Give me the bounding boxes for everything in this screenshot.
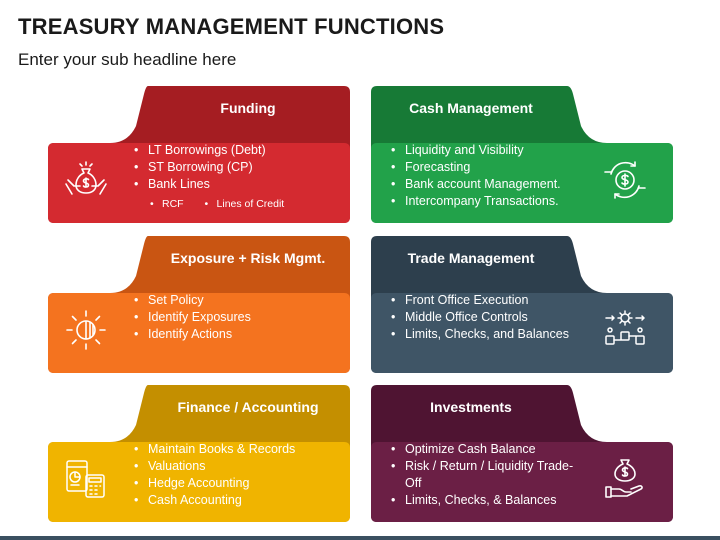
card-finance-accounting-title: Finance / Accounting bbox=[177, 399, 319, 415]
network-gear-icon bbox=[605, 310, 645, 345]
list-item: LT Borrowings (Debt) bbox=[132, 142, 342, 159]
calculator-chart-icon bbox=[66, 460, 105, 498]
list-item: Front Office Execution bbox=[389, 292, 589, 309]
list-item: Middle Office Controls bbox=[389, 309, 589, 326]
card-cash-management: Cash Management Liquidity and Visibility… bbox=[371, 86, 673, 223]
list-item: Intercompany Transactions. bbox=[389, 193, 589, 210]
list-item: ST Borrowing (CP) bbox=[132, 159, 342, 176]
list-item: Limits, Checks, and Balances bbox=[389, 326, 589, 343]
list-item: Cash Accounting bbox=[132, 492, 342, 509]
card-exposure-risk: Exposure + Risk Mgmt. Set Policy Identif… bbox=[48, 236, 350, 373]
card-trade-management-list: Front Office Execution Middle Office Con… bbox=[389, 292, 589, 343]
page-title: TREASURY MANAGEMENT FUNCTIONS bbox=[18, 14, 445, 39]
card-funding-subitems: RCF Lines of Credit bbox=[134, 196, 302, 213]
card-trade-management: Trade Management Front Office Execution … bbox=[371, 236, 673, 373]
list-item: Identify Actions bbox=[132, 326, 342, 343]
list-item: Optimize Cash Balance bbox=[389, 441, 589, 458]
list-item: Hedge Accounting bbox=[132, 475, 342, 492]
list-item: Set Policy bbox=[132, 292, 342, 309]
card-exposure-risk-list: Set Policy Identify Exposures Identify A… bbox=[132, 292, 342, 343]
list-item: Bank account Management. bbox=[389, 176, 589, 193]
list-item: Liquidity and Visibility bbox=[389, 142, 589, 159]
card-funding-list: LT Borrowings (Debt) ST Borrowing (CP) B… bbox=[132, 142, 342, 193]
list-item: Valuations bbox=[132, 458, 342, 475]
card-finance-accounting: Finance / Accounting Maintain Books & Re… bbox=[48, 385, 350, 522]
card-cash-management-title: Cash Management bbox=[409, 100, 533, 116]
card-funding-title: Funding bbox=[220, 100, 276, 116]
list-item: Bank Lines bbox=[132, 176, 342, 193]
card-finance-accounting-list: Maintain Books & Records Valuations Hedg… bbox=[132, 441, 342, 509]
list-item: Risk / Return / Liquidity Trade-Off bbox=[389, 458, 589, 492]
card-investments: Investments Optimize Cash Balance Risk /… bbox=[371, 385, 673, 522]
page-subtitle: Enter your sub headline here bbox=[18, 50, 237, 69]
card-funding: Funding LT Borrowings (Debt) ST Borrowin… bbox=[48, 86, 350, 223]
sun-risk-icon bbox=[66, 310, 106, 350]
card-trade-management-title: Trade Management bbox=[407, 250, 535, 266]
hand-money-bag-icon bbox=[605, 459, 643, 498]
card-cash-management-list: Liquidity and Visibility Forecasting Ban… bbox=[389, 142, 589, 210]
list-item: Identify Exposures bbox=[132, 309, 342, 326]
list-item: Limits, Checks, & Balances bbox=[389, 492, 589, 509]
card-investments-list: Optimize Cash Balance Risk / Return / Li… bbox=[389, 441, 589, 509]
money-bag-hands-icon bbox=[65, 161, 107, 195]
sub-list-item: RCF bbox=[150, 198, 184, 210]
dollar-cycle-icon bbox=[604, 161, 646, 199]
list-item: Forecasting bbox=[389, 159, 589, 176]
footer-bar bbox=[0, 536, 720, 540]
card-investments-title: Investments bbox=[430, 399, 512, 415]
sub-list-item: Lines of Credit bbox=[205, 198, 285, 210]
card-exposure-risk-title: Exposure + Risk Mgmt. bbox=[170, 250, 326, 266]
list-item: Maintain Books & Records bbox=[132, 441, 342, 458]
